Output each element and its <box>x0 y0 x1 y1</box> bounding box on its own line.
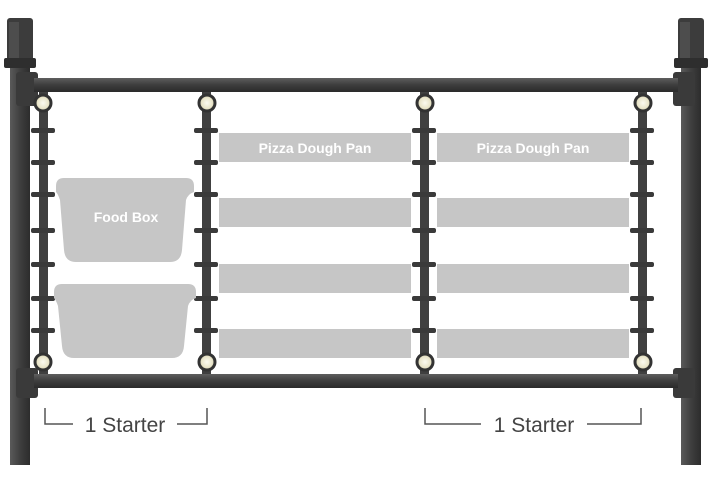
right-post <box>673 18 708 465</box>
starter-bracket-left: 1 Starter <box>44 408 208 437</box>
top-rail <box>34 78 678 92</box>
clip-icon <box>197 352 217 372</box>
bottom-rail <box>34 374 678 388</box>
clip-icon <box>197 93 217 113</box>
starter-label-right: 1 Starter <box>494 414 575 437</box>
clip-icon <box>633 93 653 113</box>
clip-icon <box>415 93 435 113</box>
clip-icon <box>415 352 435 372</box>
pan-middle-4 <box>219 329 411 358</box>
food-box-top: Food Box <box>56 178 194 262</box>
clip-icon <box>33 93 53 113</box>
pan-right-4 <box>437 329 629 358</box>
hanging-bar-1 <box>31 92 55 374</box>
pan-middle-2 <box>219 198 411 227</box>
food-box-top-label: Food Box <box>94 209 159 225</box>
rail-clips <box>33 93 653 372</box>
pan-middle-1-label: Pizza Dough Pan <box>259 140 372 156</box>
hanging-bar-3 <box>412 92 436 374</box>
pan-right-3 <box>437 264 629 293</box>
clip-icon <box>633 352 653 372</box>
hanging-bar-4 <box>630 92 654 374</box>
pan-middle-1: Pizza Dough Pan <box>219 133 411 162</box>
pan-right-2 <box>437 198 629 227</box>
hanging-bar-2 <box>194 92 218 374</box>
pan-right-1-label: Pizza Dough Pan <box>477 140 590 156</box>
food-box-bottom <box>54 284 196 358</box>
starter-label-left: 1 Starter <box>85 414 166 437</box>
pan-right-1: Pizza Dough Pan <box>437 133 629 162</box>
pan-middle-3 <box>219 264 411 293</box>
left-post <box>4 18 38 465</box>
clip-icon <box>33 352 53 372</box>
starter-bracket-right: 1 Starter <box>424 408 642 437</box>
